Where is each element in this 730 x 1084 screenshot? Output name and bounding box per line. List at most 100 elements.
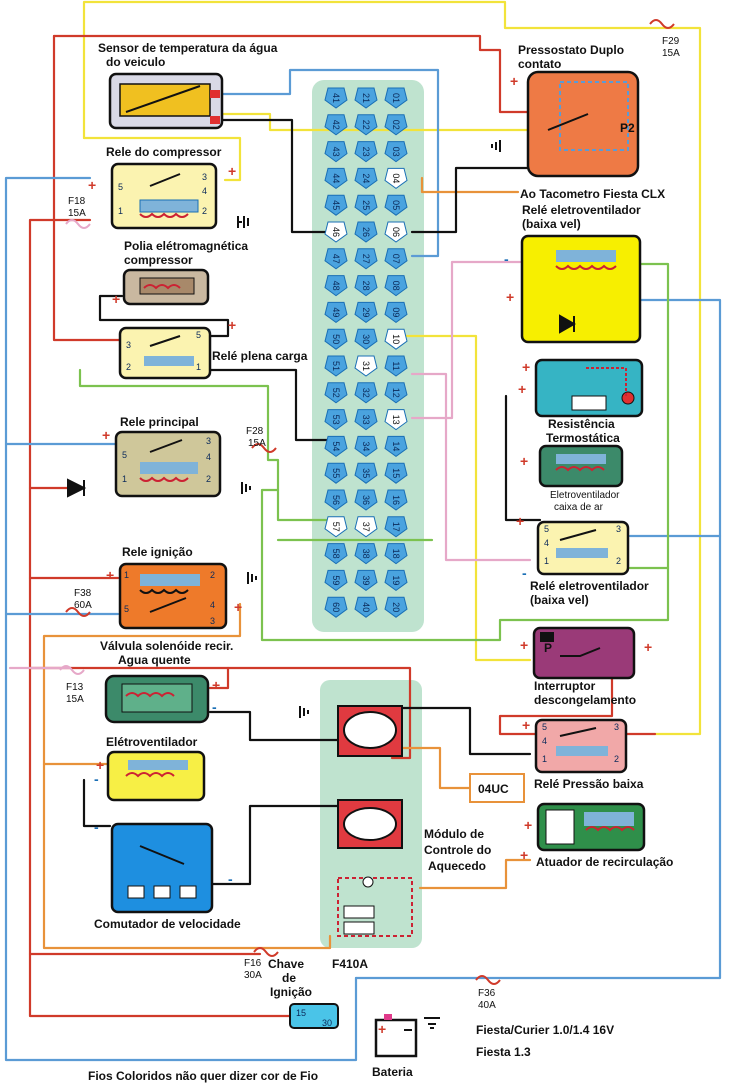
connector-pin-10 bbox=[384, 328, 408, 350]
connector-pin-label-32: 32 bbox=[361, 388, 371, 398]
connector-pin-label-10: 10 bbox=[391, 334, 401, 344]
pin-switch-30: 30 bbox=[322, 1018, 332, 1028]
svg-text:+: + bbox=[520, 453, 528, 469]
connector-pin-label-11: 11 bbox=[391, 361, 401, 370]
connector-pin-label-60: 60 bbox=[331, 602, 341, 612]
connector-pin-32 bbox=[354, 382, 378, 404]
connector-pin-label-37: 37 bbox=[361, 522, 371, 532]
compressor-relay bbox=[110, 162, 218, 230]
connector-pin-29 bbox=[354, 301, 378, 324]
svg-text:+: + bbox=[522, 359, 530, 375]
connector-pin-55 bbox=[324, 462, 348, 484]
connector-pin-56 bbox=[324, 489, 348, 511]
fuse-f38-amp: 60A bbox=[74, 600, 92, 611]
pin-ignicao-2: 2 bbox=[210, 570, 215, 580]
p-label: P bbox=[544, 641, 552, 655]
connector-pin-16 bbox=[384, 489, 408, 511]
fuse-f38: F38 bbox=[74, 588, 92, 599]
fan-relay-bottom-label-2: (baixa vel) bbox=[530, 593, 589, 607]
connector-pin-40 bbox=[354, 596, 378, 618]
connector-pin-label-55: 55 bbox=[331, 468, 341, 478]
connector-pin-51 bbox=[324, 355, 348, 377]
connector-pin-label-13: 13 bbox=[391, 415, 401, 425]
ignition-relay-label: Rele ignição bbox=[122, 545, 193, 559]
fuse-f18-amp: 15A bbox=[68, 208, 86, 219]
defrost-switch bbox=[532, 626, 636, 680]
connector-pin-label-36: 36 bbox=[361, 495, 371, 505]
code-04uc-box bbox=[469, 773, 525, 803]
connector-pin-50 bbox=[324, 328, 348, 350]
ground-icon bbox=[299, 706, 309, 718]
temperature-sensor bbox=[108, 72, 224, 130]
fuse-f13: F13 bbox=[66, 682, 84, 693]
connector-pin-45 bbox=[324, 194, 348, 216]
footer-note: Fios Coloridos não quer dizer cor de Fio bbox=[88, 1069, 318, 1083]
pin-plena-1: 1 bbox=[196, 362, 201, 372]
connector-pin-label-17: 17 bbox=[391, 522, 401, 532]
svg-text:+: + bbox=[522, 717, 530, 733]
ground-symbols bbox=[237, 140, 501, 1029]
pin-pressao-5: 5 bbox=[542, 722, 547, 732]
connector-pin-33 bbox=[354, 409, 378, 431]
connector-pin-60 bbox=[324, 596, 348, 618]
low-pressure-relay bbox=[534, 718, 628, 774]
connector-pin-22 bbox=[354, 114, 378, 136]
fuse-f13-symbol bbox=[59, 665, 85, 675]
fuse-f28-symbol bbox=[251, 443, 277, 453]
connector-pin-34 bbox=[354, 435, 378, 458]
code-04uc: 04UC bbox=[478, 782, 509, 796]
svg-text:+: + bbox=[96, 757, 104, 773]
connector-pin-42 bbox=[324, 114, 348, 136]
connector-pin-label-30: 30 bbox=[361, 334, 371, 344]
connector-pin-label-41: 41 bbox=[331, 93, 341, 103]
connector-pin-39 bbox=[354, 569, 378, 592]
defrost-label: Interruptor bbox=[534, 679, 596, 693]
pin-plena-5: 5 bbox=[196, 330, 201, 340]
defrost-label-2: descongelamento bbox=[534, 693, 636, 707]
connector-pin-46 bbox=[324, 221, 348, 243]
connector-pin-19 bbox=[384, 569, 408, 592]
connector-pin-01 bbox=[384, 87, 408, 109]
connector-pin-25 bbox=[354, 194, 378, 216]
svg-text:-: - bbox=[522, 565, 527, 581]
connector-pin-label-42: 42 bbox=[331, 120, 341, 130]
connector-pin-label-06: 06 bbox=[391, 227, 401, 237]
actuator-label: Atuador de recirculação bbox=[536, 855, 673, 869]
connector-pin-35 bbox=[354, 462, 378, 484]
pin-fan-bottom-4: 4 bbox=[544, 538, 549, 548]
connector-pin-26 bbox=[354, 221, 378, 243]
thermostatic-resistor bbox=[534, 358, 644, 418]
pin-pressao-1: 1 bbox=[542, 754, 547, 764]
svg-text:+: + bbox=[102, 427, 110, 443]
pin-ignicao-1: 1 bbox=[124, 570, 129, 580]
connector-pin-41 bbox=[324, 87, 348, 109]
fuse-f38-symbol bbox=[65, 607, 91, 617]
air-box-fan-label: Eletroventilador bbox=[550, 490, 620, 501]
connector-pin-label-03: 03 bbox=[391, 147, 401, 157]
connector-pin-label-50: 50 bbox=[331, 334, 341, 344]
connector-pin-37 bbox=[354, 516, 378, 538]
ignition-switch-label-2: de bbox=[282, 971, 296, 985]
connector-pins: 4142434445464748495051525354555657585960… bbox=[324, 87, 408, 618]
fan-relay-top-label: Relé eletroventilador bbox=[522, 203, 641, 217]
clutch-label-2: compressor bbox=[124, 253, 193, 267]
connector-pin-label-47: 47 bbox=[331, 254, 341, 264]
pin-ignicao-5: 5 bbox=[124, 604, 129, 614]
connector-pin-label-28: 28 bbox=[361, 281, 371, 291]
connector-pin-54 bbox=[324, 435, 348, 458]
model-label-2: Fiesta 1.3 bbox=[476, 1045, 531, 1059]
ground-icon bbox=[237, 216, 249, 228]
connector-pin-30 bbox=[354, 328, 378, 350]
connector-pin-18 bbox=[384, 543, 408, 565]
air-box-fan-label-2: caixa de ar bbox=[554, 502, 604, 513]
fuse-f18: F18 bbox=[68, 196, 86, 207]
pin-fan-bottom-1: 1 bbox=[544, 556, 549, 566]
connector-pin-47 bbox=[324, 248, 348, 270]
connector-pin-label-23: 23 bbox=[361, 147, 371, 157]
recirculation-actuator bbox=[536, 802, 646, 852]
pin-compressor-4: 4 bbox=[202, 186, 207, 196]
connector-pin-label-24: 24 bbox=[361, 173, 371, 183]
connector-pin-11 bbox=[384, 355, 408, 377]
connector-pin-label-16: 16 bbox=[391, 495, 401, 505]
svg-text:+: + bbox=[520, 847, 528, 863]
